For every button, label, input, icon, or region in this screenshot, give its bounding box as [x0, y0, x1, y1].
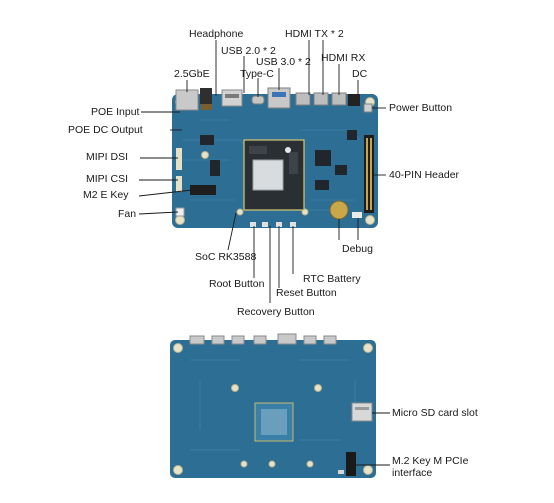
bottom-board [170, 333, 376, 478]
m2-e-key-slot [190, 185, 216, 195]
label-gbe: 2.5GbE [174, 68, 210, 80]
label-hdmi-tx: HDMI TX * 2 [285, 28, 344, 40]
hdmi-tx-port-1 [295, 92, 311, 106]
label-power-button: Power Button [389, 102, 453, 114]
label-fan: Fan [118, 208, 137, 220]
micro-sd-slot [351, 402, 373, 422]
label-hdmi-rx: HDMI RX [321, 52, 366, 64]
hdmi-tx-port-2 [313, 92, 329, 106]
soc-chip [252, 159, 284, 191]
label-m2-pcie-line2: interface [392, 467, 433, 479]
label-mipi-dsi: MIPI DSI [86, 151, 129, 163]
label-usb20: USB 2.0 * 2 [221, 45, 276, 57]
ethernet-jack [175, 89, 199, 111]
label-poe-dc-output: POE DC Output [68, 124, 143, 136]
label-recovery-button: Recovery Button [237, 306, 315, 318]
label-reset-button: Reset Button [276, 287, 337, 299]
label-dc: DC [352, 68, 368, 80]
label-header40: 40-PIN Header [389, 169, 460, 181]
mipi-dsi-conn [176, 148, 182, 170]
debug-header [352, 212, 362, 218]
label-poe-input: POE Input [91, 106, 140, 118]
type-c-port [251, 95, 265, 105]
header-40pin [364, 135, 374, 213]
top-board [172, 87, 378, 228]
label-soc: SoC RK3588 [195, 251, 257, 263]
mipi-csi-conn [176, 176, 182, 192]
label-m2-pcie-line1: M.2 Key M PCIe [392, 455, 469, 467]
leader-lines [138, 40, 390, 466]
rtc-battery [329, 200, 349, 220]
label-mipi-csi: MIPI CSI [86, 173, 129, 185]
m2-key-m-slot [346, 452, 356, 476]
power-button [363, 103, 373, 113]
label-type-c: Type-C [240, 68, 274, 80]
label-headphone: Headphone [189, 28, 244, 40]
usb30-port [267, 87, 291, 109]
dc-jack [348, 94, 360, 106]
label-usb30: USB 3.0 * 2 [256, 56, 311, 68]
label-debug: Debug [342, 243, 373, 255]
label-micro-sd: Micro SD card slot [392, 407, 478, 419]
label-m2-e-key: M2 E Key [83, 189, 129, 201]
label-root-button: Root Button [209, 278, 265, 290]
label-rtc: RTC Battery [303, 273, 361, 285]
